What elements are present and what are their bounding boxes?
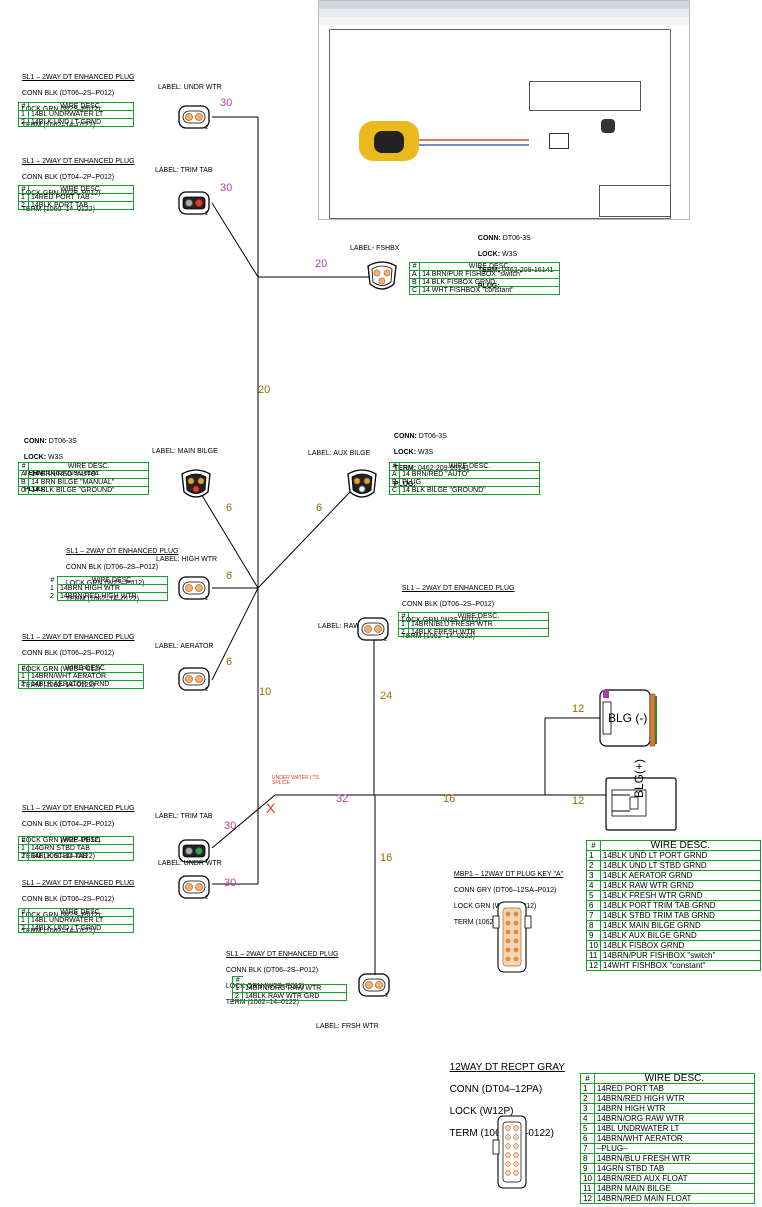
svg-text:2: 2 (205, 687, 208, 693)
svg-text:2: 2 (205, 125, 208, 131)
splice-mark: X (266, 800, 276, 816)
len-blg-neg: 12 (572, 703, 585, 715)
connector-2way-icon: 2 (178, 105, 210, 131)
svg-text:2: 2 (205, 211, 208, 217)
connector-3way-icon (367, 261, 397, 290)
label-main-bilge: LABEL: MAIN BILGE (152, 448, 218, 455)
len-main-32: 32 (336, 793, 349, 805)
len-trunk-top: 20 (258, 384, 271, 396)
spec-conn: CONN BLK (DT04–2P–P012) (21, 174, 115, 181)
label-aerator: LABEL: AERATOR (155, 643, 214, 650)
connector-2way-icon: 2 (178, 667, 210, 693)
connector-2way-icon: 2 (178, 191, 210, 217)
connector-3way-icon (181, 469, 211, 498)
svg-text:2: 2 (205, 859, 208, 865)
label-high-wtr: LABEL: HIGH WTR (156, 556, 218, 563)
label-trim-tab-bot: LABEL: TRIM TAB (155, 813, 213, 820)
len-trim-tab-top: 30 (220, 182, 233, 194)
spec-title: SL1 – 2WAY DT ENHANCED PLUG (21, 74, 135, 81)
len-aux-bilge: 6 (316, 502, 323, 514)
len-undr-wtr-top: 30 (220, 97, 233, 109)
spec-conn: CONN BLK (DT06–2S–P012) (21, 90, 115, 97)
len-trim-tab-bot: 30 (224, 820, 237, 832)
len-trunk-mid: 10 (259, 686, 272, 698)
reference-screenshot (318, 0, 690, 220)
len-high-wtr: 6 (226, 570, 233, 582)
label-undr-wtr-bot: LABEL: UNDR WTR (158, 860, 222, 867)
connector-2way-icon: 2 (178, 576, 210, 602)
label-frsh-wtr: LABEL: FRSH WTR (316, 1023, 379, 1030)
label-undr-wtr-top: LABEL: UNDR WTR (158, 84, 222, 91)
len-main-bilge: 6 (226, 502, 233, 514)
blg-pos-label: BLG(+) (632, 758, 646, 798)
connector-2way-icon: 2 (178, 839, 210, 865)
spec-title: SL1 – 2WAY DT ENHANCED PLUG (21, 158, 135, 165)
len-main-16: 16 (443, 793, 456, 805)
blg-neg-label: BLG (-) (608, 711, 648, 725)
connector-2way-icon: 2 (358, 973, 390, 999)
connector-3way-icon (347, 469, 377, 498)
frsh-wire (374, 795, 376, 975)
label-fshbx: LABEL- FSHBX (350, 245, 400, 252)
connector-2way-icon: 2 (178, 875, 210, 901)
label-raw-wtr: LABEL: RAW WTR (318, 623, 378, 630)
len-undr-wtr-bot: 30 (224, 877, 237, 889)
label-trim-tab-top: LABEL: TRIM TAB (155, 167, 213, 174)
connector-2way-icon: 2 (357, 617, 389, 643)
svg-text:2: 2 (205, 596, 208, 602)
connector-12way-recpt-icon (492, 1115, 527, 1189)
svg-text:2: 2 (205, 895, 208, 901)
connector-12way-icon (492, 901, 532, 973)
label-aux-bilge: LABEL: AUX BILGE (308, 450, 371, 457)
spec-term: TERM (1060–14–0122) (21, 206, 95, 213)
len-frsh: 16 (380, 852, 393, 864)
len-aerator: 6 (226, 656, 233, 668)
len-blg-pos: 12 (572, 795, 585, 807)
len-raw-branch: 24 (380, 690, 393, 702)
svg-text:2: 2 (384, 637, 387, 643)
svg-text:2: 2 (385, 993, 388, 999)
len-fshbx: 20 (315, 258, 328, 270)
